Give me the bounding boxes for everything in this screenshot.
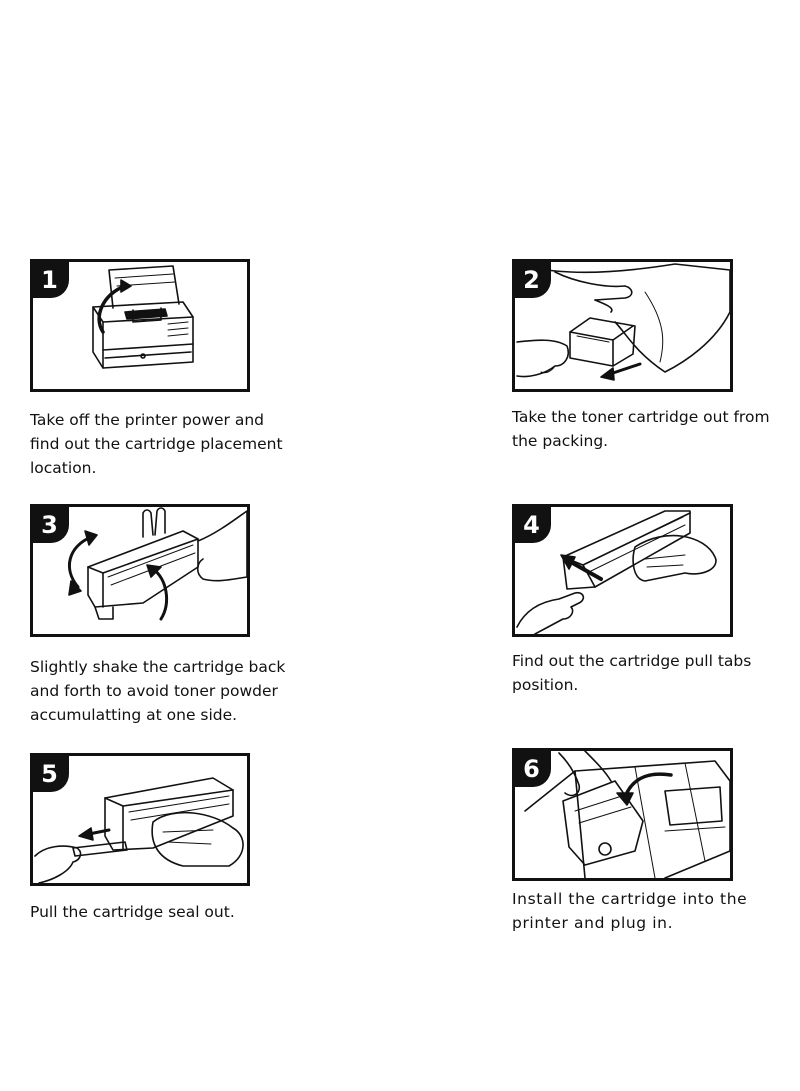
unpack-cartridge-icon (516, 263, 730, 381)
install-cartridge-icon (524, 751, 730, 878)
step-4-caption: Find out the cartridge pull tabs positio… (512, 652, 752, 694)
printer-open-lid-icon (92, 265, 194, 369)
step-3-caption: Slightly shake the cartridge back and fo… (30, 658, 286, 724)
pull-tab-icon (516, 510, 717, 634)
step-2-number-badge: 2 (515, 262, 551, 298)
step-5-number-badge: 5 (33, 756, 69, 792)
step-2-caption: Take the toner cartridge out from the pa… (512, 408, 770, 450)
step-3-number-badge: 3 (33, 507, 69, 543)
step-5-illustration: 5 (30, 753, 250, 886)
step-6-caption: Install the cartridge into the printer a… (512, 890, 748, 932)
step-2-illustration: 2 (512, 259, 733, 392)
step-4-number-badge: 4 (515, 507, 551, 543)
shake-cartridge-icon (68, 507, 247, 621)
step-3-illustration: 3 (30, 504, 250, 637)
step-1-illustration: 1 (30, 259, 250, 392)
step-1-number-badge: 1 (33, 262, 69, 298)
step-4-illustration: 4 (512, 504, 733, 637)
step-5-caption: Pull the cartridge seal out. (30, 903, 235, 921)
pull-seal-icon (34, 777, 244, 883)
step-1-caption: Take off the printer power and find out … (30, 411, 283, 477)
step-6-illustration: 6 (512, 748, 733, 881)
step-6-number-badge: 6 (515, 751, 551, 787)
